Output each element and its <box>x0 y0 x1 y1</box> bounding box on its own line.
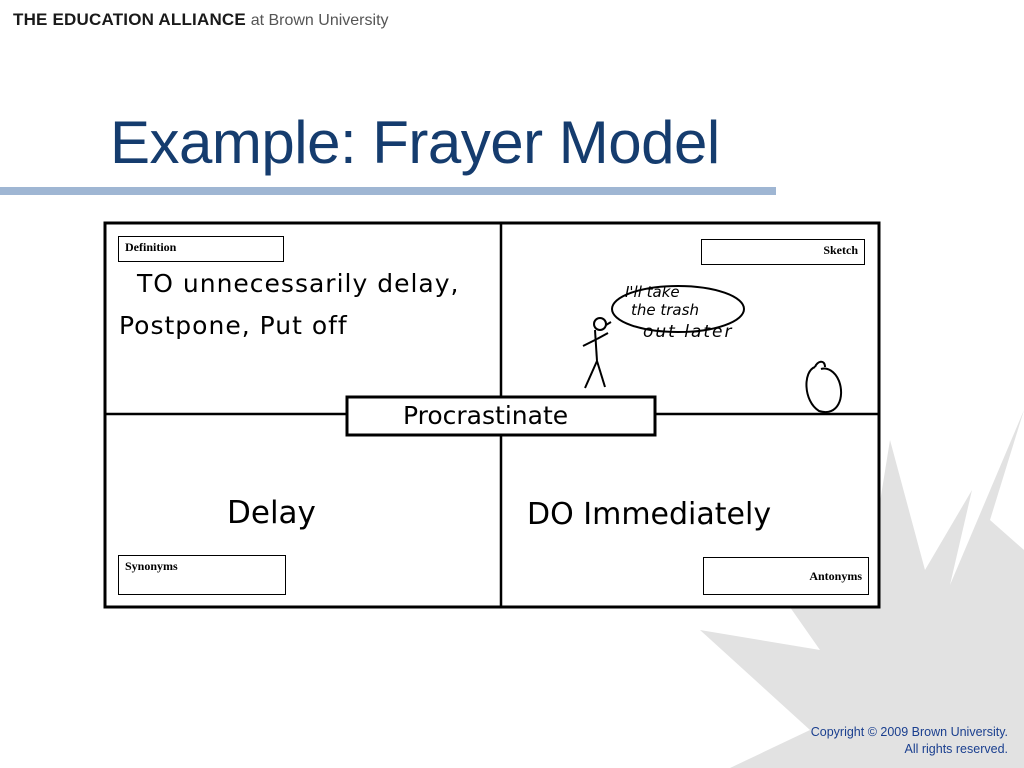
title-divider <box>0 187 776 195</box>
synonyms-label: Synonyms <box>118 555 286 595</box>
brand-name: THE EDUCATION ALLIANCE <box>13 10 246 29</box>
stick-figure-sketch <box>582 285 745 389</box>
slide-title: Example: Frayer Model <box>110 109 720 176</box>
sketch-speech-line1: I'll take <box>625 283 680 301</box>
synonyms-text: Delay <box>227 495 316 531</box>
sketch-speech-line3: out later <box>643 322 734 342</box>
starburst-decoration <box>700 410 1024 768</box>
center-word: Procrastinate <box>403 401 569 430</box>
brand-affiliation: at Brown University <box>250 12 389 29</box>
trash-bag-sketch <box>805 360 843 414</box>
sketch-speech-line2: the trash <box>631 301 699 319</box>
antonyms-text: DO Immediately <box>527 497 772 532</box>
definition-text-line1: TO unnecessarily delay, <box>137 269 460 298</box>
copyright-notice: Copyright © 2009 Brown University. All r… <box>811 724 1008 758</box>
copyright-line1: Copyright © 2009 Brown University. <box>810 725 1008 739</box>
frayer-grid <box>103 221 881 609</box>
copyright-line2: All rights reserved. <box>904 742 1008 756</box>
antonyms-label: Antonyms <box>703 557 869 595</box>
sketch-label: Sketch <box>701 239 865 265</box>
definition-label: Definition <box>118 236 284 262</box>
frayer-model-diagram: Definition TO unnecessarily delay, Postp… <box>103 221 881 609</box>
brand-header: THE EDUCATION ALLIANCE at Brown Universi… <box>13 10 389 30</box>
definition-text-line2: Postpone, Put off <box>119 311 348 340</box>
